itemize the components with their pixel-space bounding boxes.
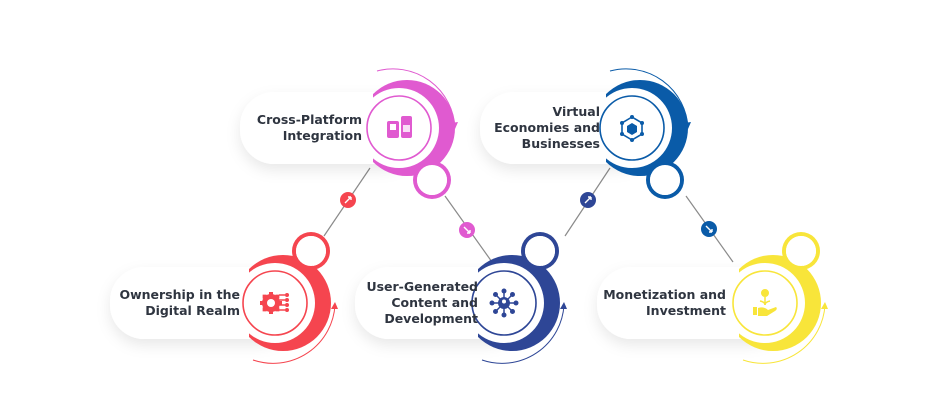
step-label-line: Digital Realm (145, 303, 240, 318)
step-label-line: Economies and (494, 120, 600, 135)
step-label-line: Content and (391, 295, 478, 310)
step-label-line: Monetization and (603, 287, 726, 302)
cycle-arrow-arc (609, 68, 689, 129)
step-label-line: Development (384, 311, 478, 326)
connector-arrow-up-icon (340, 192, 356, 208)
cube-network-icon (620, 115, 644, 142)
cycle-arrow-arc (742, 304, 826, 364)
step-label-line: Virtual (553, 104, 601, 119)
devices-link-icon (387, 116, 412, 138)
connector-arrow-up-icon (580, 192, 596, 208)
connector-arrow-down-icon (459, 222, 475, 238)
hand-coin-icon (753, 289, 777, 316)
step-label-line: User-Generated (366, 279, 478, 294)
user-network-icon (489, 288, 519, 318)
step-label-line: Ownership in the (119, 287, 240, 302)
step-label-line: Investment (646, 303, 726, 318)
gear-network-icon (260, 292, 289, 314)
cycle-arrow-arc (481, 304, 565, 364)
step-label-line: Integration (283, 128, 362, 143)
cycle-arrow-arc (252, 304, 336, 364)
connector-arrow-down-icon (701, 221, 717, 237)
step-label-line: Businesses (522, 136, 600, 151)
step-label-line: Cross-Platform (257, 112, 362, 127)
cycle-arrow-arc (376, 68, 456, 129)
